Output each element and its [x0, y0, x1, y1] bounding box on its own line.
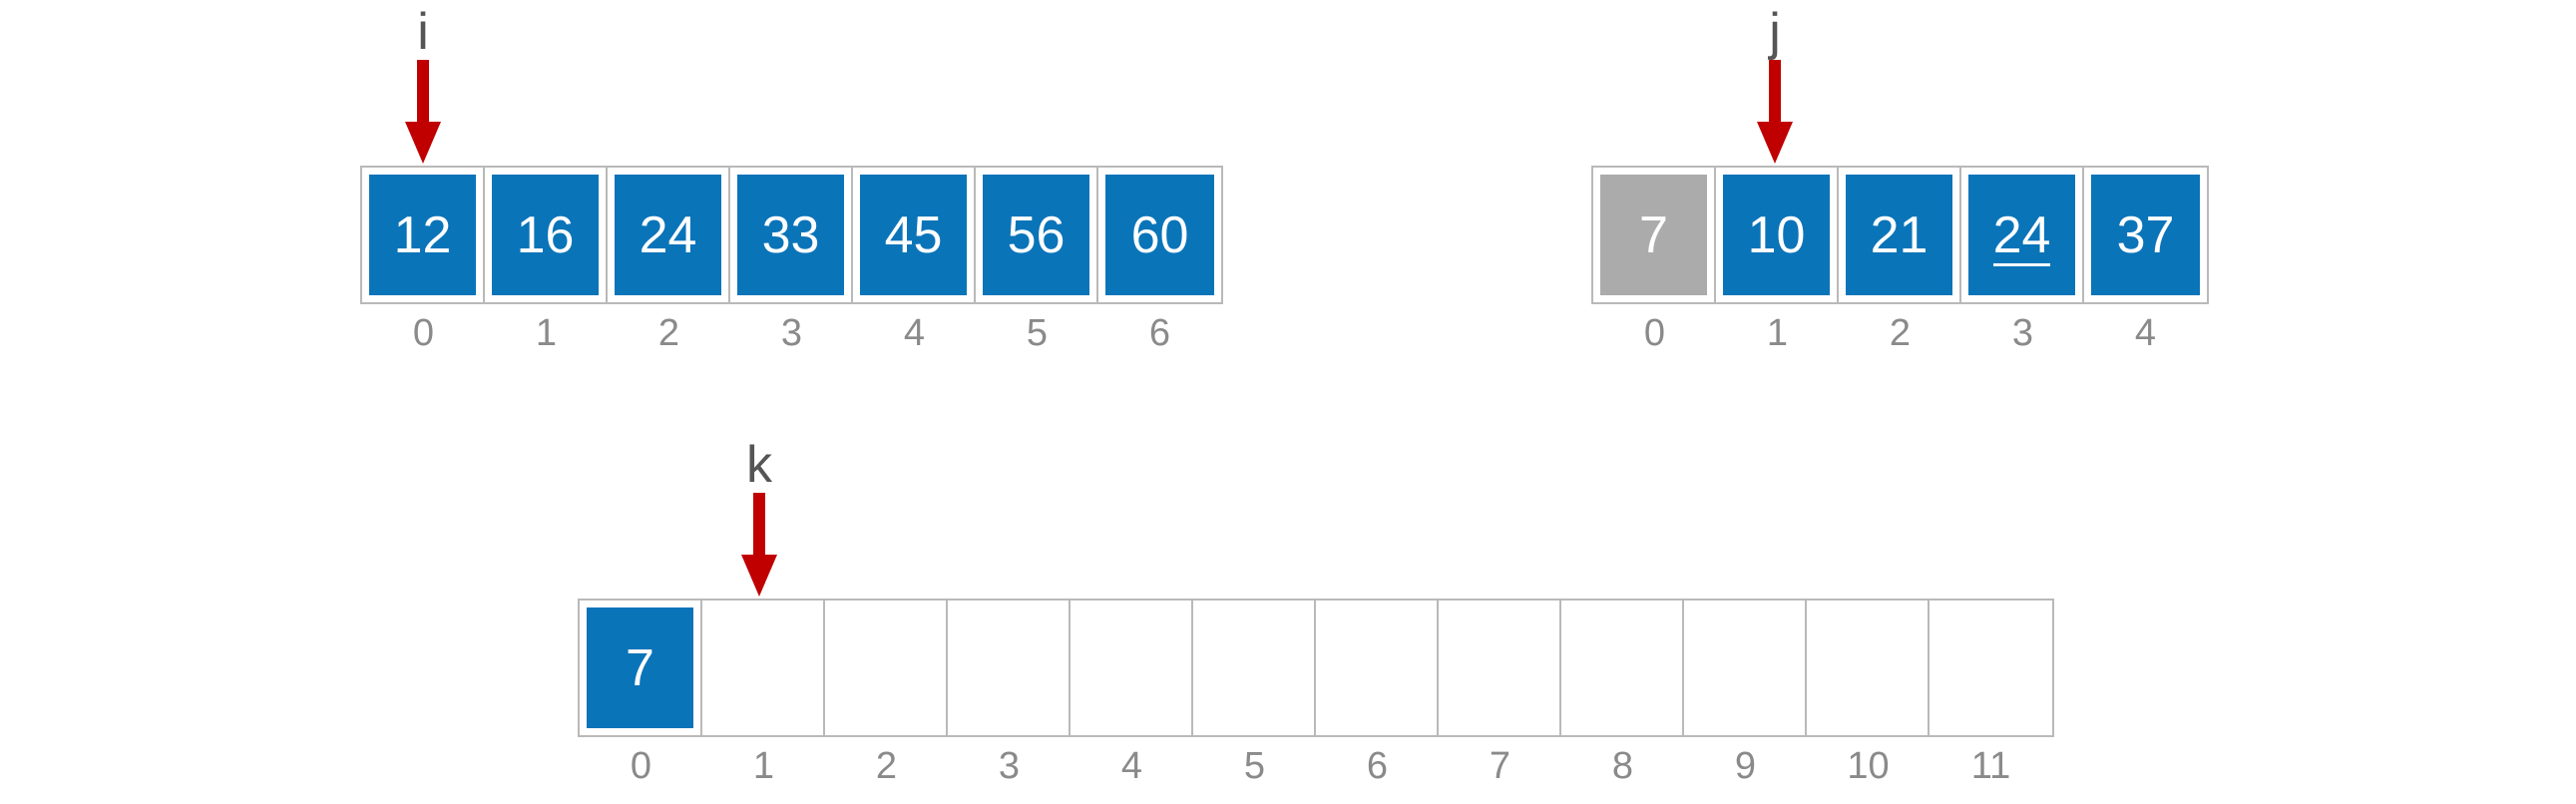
index-label: 5	[1026, 312, 1049, 354]
array-element: 24	[1968, 175, 2075, 295]
index-label: 1	[1766, 312, 1789, 354]
element-value: 10	[1747, 205, 1806, 264]
array-a-cell: 45	[853, 168, 976, 302]
array-a-cell: 56	[976, 168, 1098, 302]
array-c-cell	[948, 601, 1071, 735]
array-b-indices: 0 1 2 3 4	[1593, 312, 2207, 355]
element-value: 45	[884, 205, 943, 264]
array-element: 21	[1846, 175, 1952, 295]
array-b-cell: 21	[1839, 168, 1961, 302]
index-label: 8	[1611, 745, 1634, 787]
index-label: 9	[1734, 745, 1757, 787]
down-arrow-icon	[1757, 60, 1793, 164]
index-label: 2	[875, 745, 898, 787]
array-a-cell: 12	[362, 168, 485, 302]
array-element: 45	[860, 175, 967, 295]
array-b-cell: 10	[1716, 168, 1839, 302]
array-element: 24	[615, 175, 721, 295]
index-label: 7	[1489, 745, 1511, 787]
array-element: 37	[2091, 175, 2200, 295]
array-c-cell	[1193, 601, 1316, 735]
array-b-cell: 24	[1961, 168, 2084, 302]
array-b-cell: 7	[1593, 168, 1716, 302]
element-value: 12	[393, 205, 452, 264]
array-c-cell	[1930, 601, 2052, 735]
consumed-element: 7	[1600, 175, 1707, 295]
array-element: 7	[587, 607, 693, 728]
element-value: 33	[761, 205, 820, 264]
index-label: 5	[1243, 745, 1266, 787]
element-value: 16	[516, 205, 575, 264]
index-label: 0	[630, 745, 652, 787]
down-arrow-icon	[405, 60, 441, 164]
array-element: 10	[1723, 175, 1830, 295]
index-label: 3	[2011, 312, 2034, 354]
array-c-cell	[1316, 601, 1439, 735]
array-a-indices: 0 1 2 3 4 5 6	[362, 312, 1221, 355]
array-c: 7	[578, 599, 2054, 737]
index-label: 6	[1366, 745, 1389, 787]
pointer-i: i	[393, 4, 453, 164]
pointer-i-label: i	[417, 3, 429, 61]
index-label: 11	[1970, 745, 2011, 787]
array-a-cell: 16	[485, 168, 608, 302]
pointer-k: k	[729, 437, 789, 597]
element-value: 24	[1992, 206, 2051, 266]
index-label: 3	[998, 745, 1021, 787]
index-label: 1	[535, 312, 558, 354]
array-element: 16	[492, 175, 599, 295]
pointer-j-label: j	[1769, 3, 1781, 61]
array-b-cell: 37	[2084, 168, 2207, 302]
array-c-cell	[1684, 601, 1807, 735]
array-a-cell: 24	[608, 168, 730, 302]
element-value: 37	[2116, 205, 2175, 264]
array-element: 60	[1105, 175, 1214, 295]
index-label: 6	[1148, 312, 1171, 354]
array-c-indices: 0 1 2 3 4 5 6 7 8 9 10 11	[580, 745, 2052, 788]
index-label: 1	[752, 745, 775, 787]
index-label: 0	[412, 312, 435, 354]
element-value: 7	[626, 638, 654, 697]
array-a-cell: 33	[730, 168, 853, 302]
array-c-cell	[825, 601, 948, 735]
pointer-j: j	[1745, 4, 1805, 164]
index-label: 4	[903, 312, 926, 354]
index-label: 4	[1120, 745, 1143, 787]
index-label: 4	[2134, 312, 2157, 354]
array-c-cell	[1071, 601, 1193, 735]
element-value: 7	[1639, 205, 1668, 264]
index-label: 2	[1889, 312, 1912, 354]
index-label: 3	[780, 312, 803, 354]
array-c-cell	[1561, 601, 1684, 735]
element-value: 24	[639, 205, 697, 264]
array-element: 33	[737, 175, 844, 295]
array-c-cell	[1807, 601, 1930, 735]
array-b: 7 10 21 24 37	[1591, 166, 2209, 304]
array-a: 12 16 24 33 45 56 60	[360, 166, 1223, 304]
element-value: 56	[1007, 205, 1066, 264]
array-c-cell: 7	[580, 601, 702, 735]
index-label: 10	[1847, 745, 1890, 787]
array-element: 56	[983, 175, 1089, 295]
array-element: 12	[369, 175, 476, 295]
array-c-cell	[702, 601, 825, 735]
element-value: 21	[1870, 205, 1929, 264]
pointer-k-label: k	[746, 436, 772, 494]
index-label: 2	[657, 312, 680, 354]
array-c-cell	[1439, 601, 1561, 735]
down-arrow-icon	[741, 493, 777, 597]
element-value: 60	[1130, 205, 1189, 264]
index-label: 0	[1643, 312, 1666, 354]
array-a-cell: 60	[1098, 168, 1221, 302]
